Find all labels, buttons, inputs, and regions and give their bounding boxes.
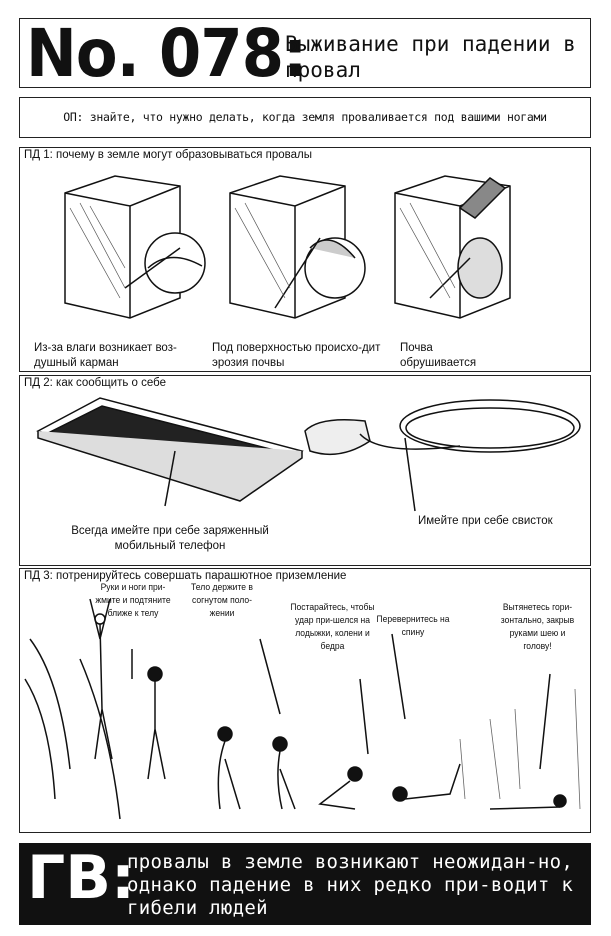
conclusion-label: ГВ: (27, 843, 135, 913)
step2-caption-whistle: Имейте при себе свисток (418, 515, 553, 527)
phone-whistle-illustration (36, 397, 581, 512)
conclusion-text: провалы в земле возникают неожидан-но, о… (127, 851, 574, 919)
objective-text: ОП: знайте, что нужно делать, когда земл… (63, 110, 547, 124)
step2-caption-phone: Всегда имейте при себе заряженный мобиль… (71, 525, 269, 552)
step2-heading: ПД 2: как сообщить о себе (24, 377, 166, 389)
objective-box: ОП: знайте, что нужно делать, когда земл… (19, 97, 591, 138)
landing-illustration (24, 598, 581, 820)
step2-section: ПД 2: как сообщить о себе Всегда имейте … (19, 375, 591, 566)
step1-caption-3: Почва обрушивается (400, 342, 477, 369)
step1-caption-2: Под поверхностью происхо-дит эрозия почв… (212, 342, 381, 369)
page-title: Выживание при падении в провал (285, 32, 576, 82)
step3-heading: ПД 3: потренируйтесь совершать парашютно… (24, 570, 347, 582)
step3-caption-2: Тело держите в согнутом поло-жении (191, 582, 253, 619)
step1-heading: ПД 1: почему в земле могут образовыватьс… (24, 149, 313, 161)
conclusion-box: ГВ: провалы в земле возникают неожидан-н… (19, 843, 591, 925)
step3-caption-4: Перевернитесь на спину (376, 614, 450, 638)
step3-caption-3: Постарайтесь, чтобы удар при-шелся на ло… (290, 602, 375, 652)
step3-section: ПД 3: потренируйтесь совершать парашютно… (19, 568, 591, 833)
step3-caption-1: Руки и ноги при-жмите и подтяните ближе … (95, 582, 171, 619)
step1-section: ПД 1: почему в земле могут образовыватьс… (19, 147, 591, 372)
title-box: No. 078: Выживание при падении в провал (19, 15, 591, 92)
sinkhole-illustration (64, 175, 511, 319)
entry-number: No. 078: (26, 15, 307, 92)
step1-caption-1: Из-за влаги возникает воз-душный карман (34, 342, 177, 369)
step3-caption-5: Вытянетесь гори-зонтально, закрыв руками… (500, 602, 575, 652)
